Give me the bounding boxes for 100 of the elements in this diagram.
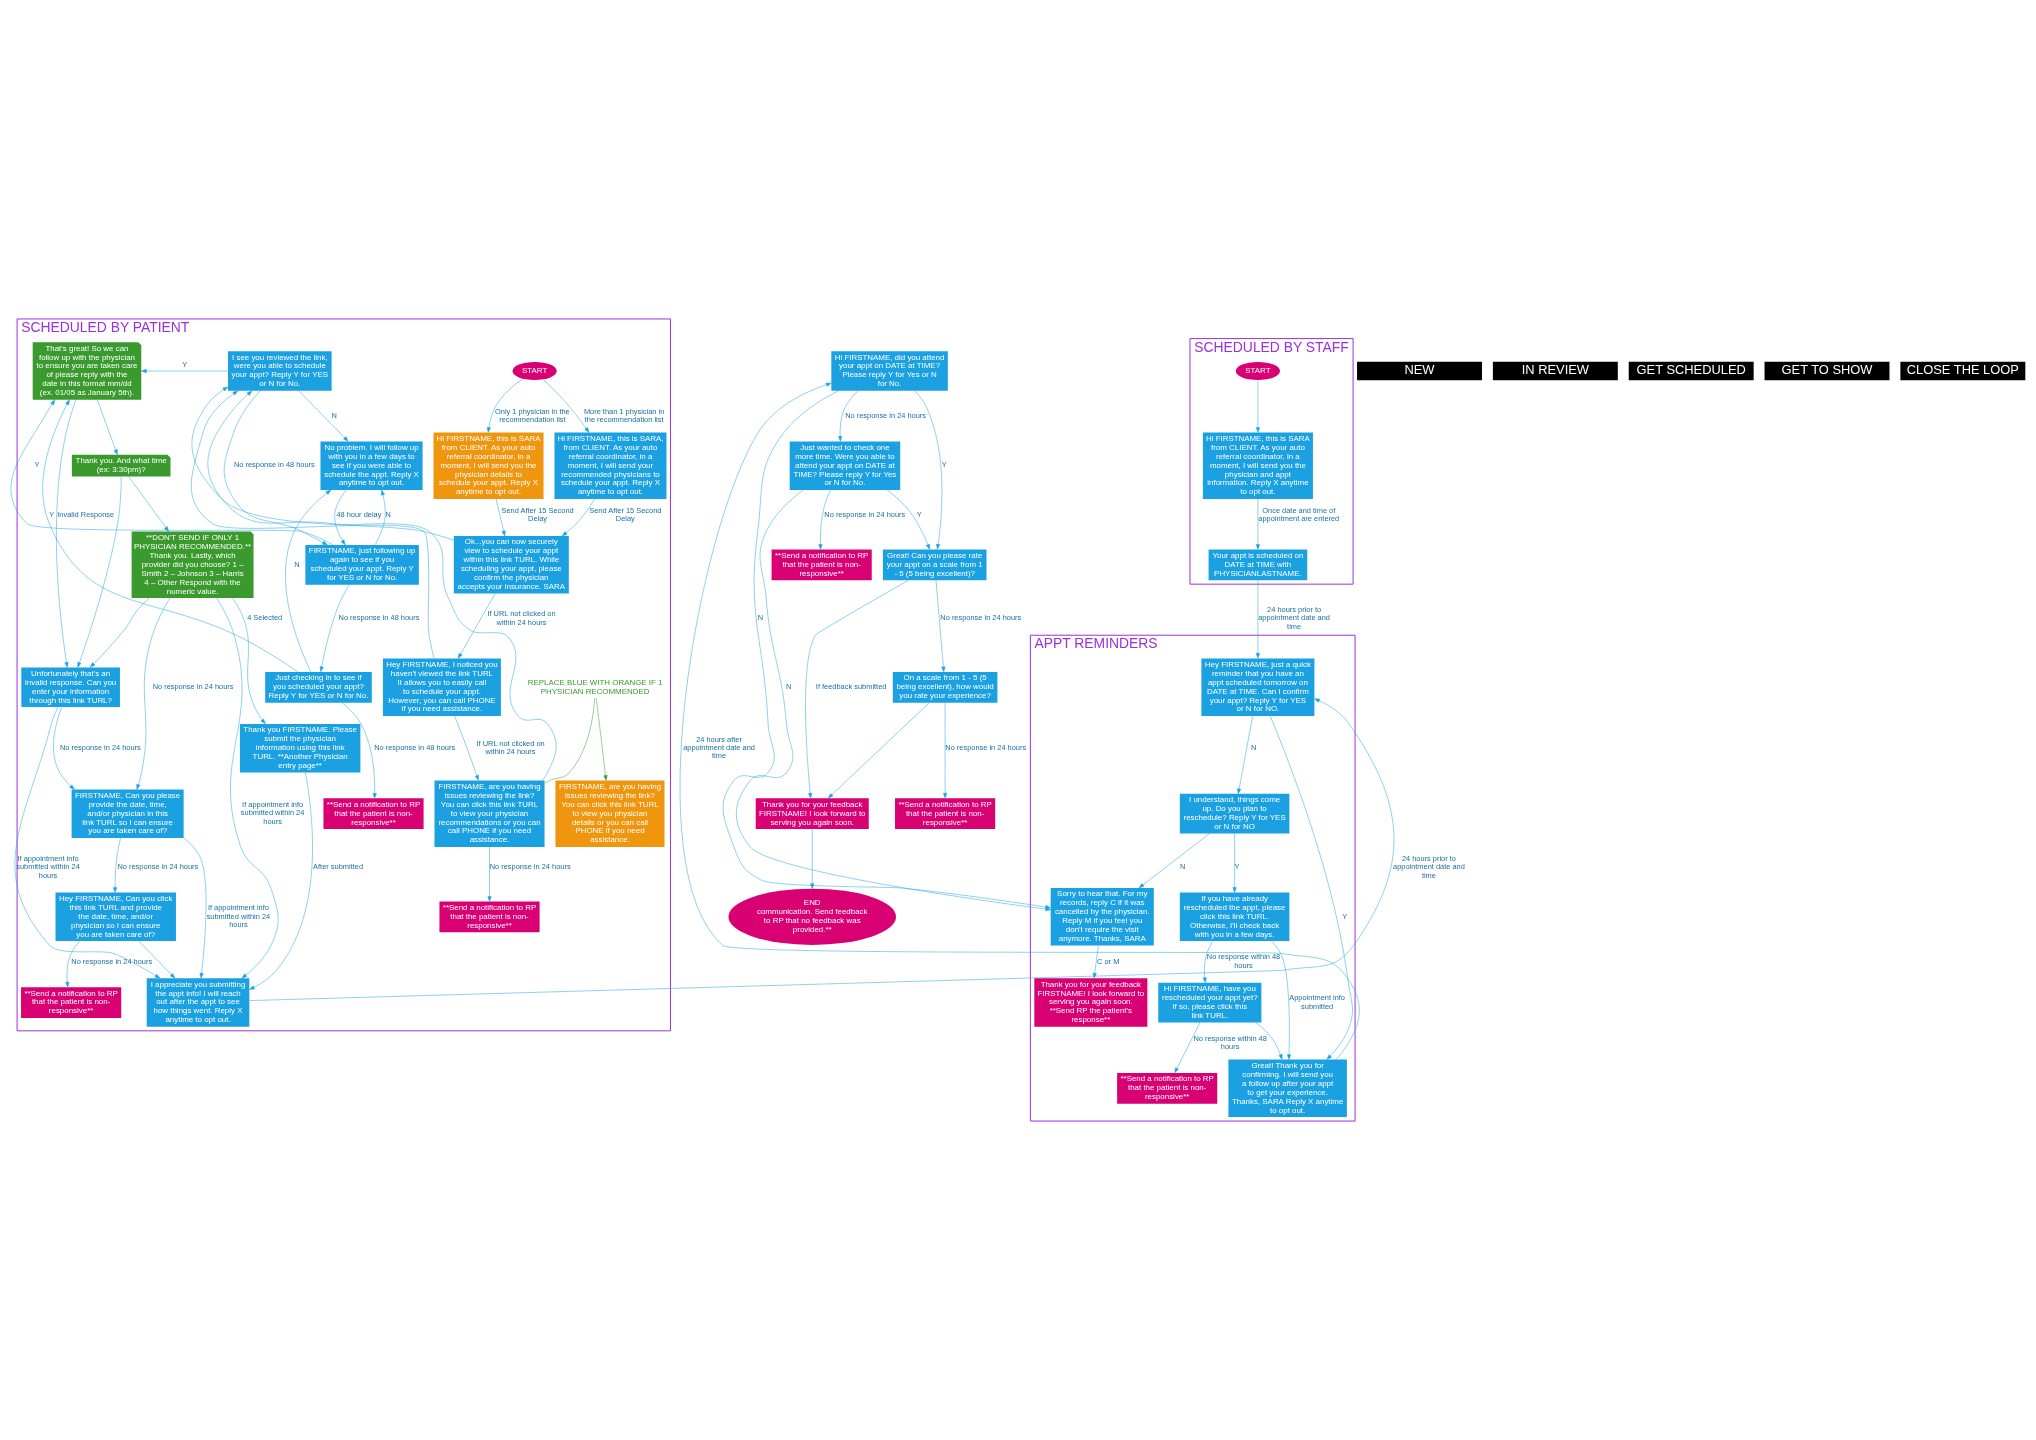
- arrow: [207, 390, 557, 781]
- arrow: [216, 597, 279, 979]
- arrow: [128, 476, 169, 532]
- arrow: [249, 772, 313, 990]
- node-box: Hi FIRSTNAME, this is SARA, from CLIENT. As your auto referral coordinator, in a moment, I will send your recommended physicians to schedule your appt. Reply X anytime to opt out.: [554, 432, 667, 499]
- label: GET SCHEDULED: [1636, 362, 1746, 378]
- node-box: I appreciate you submitting the appt info! I will reach out after the appt to see how things went. Reply X anytime to opt out.: [146, 978, 250, 1027]
- arrow: [810, 829, 815, 889]
- node-box: FIRSTNAME, Can you please provide the date, time, and/or physician in this link TURL so I can ensure you are taken care of?: [71, 789, 184, 838]
- arrow: [818, 489, 831, 550]
- arrow: [886, 489, 930, 550]
- arrow: [1232, 833, 1237, 893]
- node-box: Hi FIRSTNAME, this is SARA from CLIENT. As your auto referral coordinator, in a moment, I will send you the physician details to schedule your appt. Reply X anytime to opt out.: [433, 432, 544, 499]
- node-box: Unfortunately that's an invalid response. Can you enter your information through this link TURL?: [21, 667, 120, 708]
- node-box: **Send a notification to RP that the patient is non-responsive**: [21, 987, 122, 1018]
- arrow: [191, 390, 435, 659]
- arrow: [141, 369, 229, 373]
- node-box: Sorry to hear that. For my records, reply C if it was cancelled by the physician. Reply M if you feel you don't require the visit anymore. Thanks, SARA: [1050, 888, 1154, 946]
- node-box: Just checking in to see if you scheduled your appt? Reply Y for YES or N for No.: [265, 671, 372, 703]
- node-box: **Send a notification to RP that the patient is non-responsive**: [895, 798, 996, 830]
- node-box: On a scale from 1 - 5 (5 being excellent), how would you rate your experience?: [892, 671, 998, 703]
- node-box: Hey FIRSTNAME, just a quick reminder that you have an appt scheduled tomorrow on DATE at TIME. Can I confirm your appt? Reply Y for YES or N for NO.: [1201, 658, 1315, 717]
- arrow: [191, 386, 455, 541]
- node-box: Just wanted to check one more time. Were you able to attend your appt on DATE at TIME? Please reply Y for Yes or N for No.: [789, 441, 901, 490]
- arrow: [1174, 1022, 1201, 1074]
- node-box: Hi FIRSTNAME, this is SARA from CLIENT. As your auto referral coordinator, in a moment, I will send you the physician and appt information. Reply X anytime to opt out.: [1202, 432, 1313, 499]
- arrow: [561, 498, 595, 537]
- node-box: **Send a notification to RP that the patient is non-responsive**: [323, 798, 424, 830]
- arrow: [1202, 940, 1214, 983]
- node-box: Ok...you can now securely view to schedule your appt within this link TURL. While scheduling your appt, please confirm the physician accepts your insurance. SARA: [453, 536, 569, 594]
- arrow: [1255, 498, 1260, 550]
- arrow: [543, 379, 590, 433]
- arrow: [53, 707, 75, 790]
- node-box: Thank you for your feedback FIRSTNAME! I look forward to serving you again soon. **Send RP the patient's response**: [1034, 978, 1148, 1027]
- arrow: [1255, 1022, 1283, 1060]
- node-box: I see you reviewed the link, were you able to schedule your appt? Reply Y for YES or N for No.: [228, 351, 332, 391]
- arrow: [10, 399, 334, 546]
- label: NEW: [1404, 362, 1435, 378]
- arrow: [223, 390, 328, 546]
- arrow: [14, 706, 161, 979]
- arrow: [136, 597, 171, 790]
- arrow: [1237, 715, 1253, 794]
- arrow: [374, 489, 386, 546]
- arrow: [1255, 379, 1260, 433]
- arrow: [77, 476, 122, 668]
- arrow: [827, 702, 930, 799]
- node-box: Hey FIRSTNAME, Can you click this link TURL and provide the date, time, and/or physician so I can ensure you are taken care of?: [55, 892, 176, 942]
- node-box: Great! Thank you for confirming. I will send you a follow up after your appt to get your experience. Thanks, SARA Reply X anytime to opt out.: [1228, 1059, 1347, 1118]
- arrow: [65, 940, 80, 988]
- arrow: [838, 390, 859, 442]
- node-box: FIRSTNAME, are you having issues reviewing the link? You can click this link TURL to view your physician recommendations or you can call PHONE if you need assistance.: [434, 780, 545, 847]
- arrow: [1255, 579, 1260, 659]
- node-box: Great! Can you please rate your appt on a scale from 1 - 5 (5 being excellent)?: [882, 549, 987, 581]
- arrow: [596, 698, 608, 781]
- node-box: Hey FIRSTNAME, I noticed you haven't viewed the link TURL It allows you to easily call to schedule your appt. However, you can call PHONE if you need assistance.: [382, 658, 501, 717]
- arrow: [90, 597, 150, 668]
- arrow: [943, 702, 948, 799]
- label: IN REVIEW: [1521, 362, 1589, 378]
- arrow: [341, 702, 377, 799]
- node-box: **Send a notification to RP that the patient is non-responsive**: [1117, 1072, 1218, 1104]
- arrow: [183, 837, 207, 979]
- arrow: [56, 399, 77, 668]
- arrow: [486, 378, 523, 433]
- node-box: Your appt is scheduled on DATE at TIME with PHYSICIANLASTNAME.: [1208, 549, 1308, 581]
- node-box: Hi FIRSTNAME, have you rescheduled your appt yet? If so, please click this link TURL.: [1158, 982, 1262, 1023]
- arrow: [679, 382, 1360, 1060]
- node-box: FIRSTNAME, are you having issues reviewing the link? You can click this link TURL to view you physician details or you can call PHONE if you need assistance.: [555, 780, 665, 847]
- arrow: [249, 698, 1395, 1001]
- arrow: [138, 940, 176, 979]
- arrow: [914, 390, 943, 550]
- arrow: [1271, 940, 1291, 1060]
- node-box: Thank you for your feedback FIRSTNAME! I look forward to serving you again soon.: [755, 798, 869, 830]
- node-ellipse: START: [1235, 361, 1280, 381]
- arrow: [1092, 945, 1099, 979]
- node-box: **Send a notification to RP that the patient is non-responsive**: [439, 901, 540, 933]
- arrow: [495, 498, 506, 537]
- arrow: [457, 593, 496, 659]
- label: GET TO SHOW: [1781, 362, 1873, 378]
- arrow: [97, 399, 118, 455]
- arrow: [487, 846, 492, 902]
- node-ellipse: START: [512, 361, 557, 381]
- node-box: Thank you FIRSTNAME. Please submit the physician information using this link TURL. **Another Physician entry page**: [239, 723, 361, 773]
- arrow: [298, 390, 349, 442]
- arrow: [285, 489, 332, 673]
- arrow: [232, 597, 266, 725]
- arrow: [42, 399, 299, 673]
- node-text: REPLACE BLUE WITH ORANGE IF 1 PHYSICIAN RECOMMENDED: [527, 677, 663, 696]
- arrow: [319, 584, 350, 673]
- arrow: [805, 580, 909, 799]
- node-box: I understand, things come up. Do you plan to reschedule? Reply Y for YES or N for NO: [1179, 793, 1290, 834]
- label: CLOSE THE LOOP: [1906, 362, 2019, 378]
- arrow: [1269, 715, 1353, 1060]
- node-ellipse: END communication. Send feedback to RP that no feedback was provided.**: [728, 888, 896, 945]
- arrow: [454, 715, 479, 781]
- node-box: No problem. I will follow up with you in a few days to see if you were able to schedule the appt. Reply X anytime to opt out.: [320, 441, 423, 490]
- node-box: FIRSTNAME, just following up again to see if you scheduled your appt. Reply Y for YES or N for No.: [305, 545, 419, 585]
- node-box: **Send a notification to RP that the patient is non-responsive**: [771, 549, 872, 581]
- node-box: If you have already rescheduled the appt, please click this link TURL. Otherwise, I'll check back with you in a few days.: [1179, 892, 1290, 942]
- arrow: [935, 579, 946, 672]
- arrow: [1138, 833, 1210, 889]
